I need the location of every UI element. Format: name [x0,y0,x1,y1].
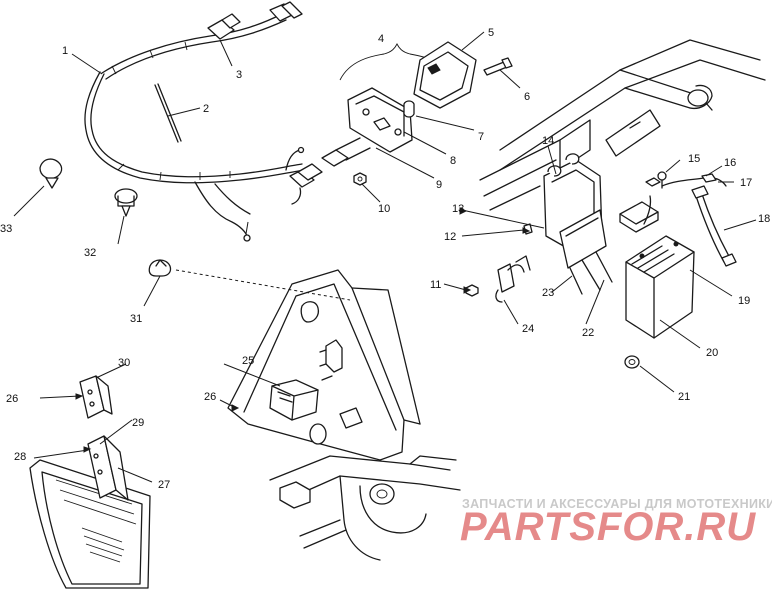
tail-light-nut [353,172,367,186]
callout-26-panel: 26 [204,391,216,403]
watermark-caption: ЗАПЧАСТИ И АКСЕССУАРЫ ДЛЯ МОТОТЕХНИКИ [462,497,772,511]
callout-15: 15 [688,153,700,165]
tail-light-screw [483,57,513,76]
center-panel [175,269,421,461]
callout-14: 14 [542,135,554,147]
callout-8: 8 [450,155,456,167]
battery-strap [691,185,737,267]
callout-30: 30 [118,357,130,369]
battery-terminal-bolt [657,171,667,189]
callout-3: 3 [236,69,242,81]
callout-16: 16 [724,157,736,169]
callout-32: 32 [84,247,96,259]
callout-17: 17 [740,177,752,189]
harness-grommet [39,158,63,189]
callout-26-bracket: 26 [6,393,18,405]
callout-21: 21 [678,391,690,403]
battery-mount-bracket [543,153,613,295]
callout-20: 20 [706,347,718,359]
wiring-harness [84,1,323,242]
callout-6: 6 [524,91,530,103]
callout-4: 4 [378,33,384,45]
small-bracket [79,375,113,419]
callout-12: 12 [444,231,456,243]
callout-2: 2 [203,103,209,115]
callout-10: 10 [378,203,390,215]
callout-31: 31 [130,313,142,325]
callout-28: 28 [14,451,26,463]
battery [619,201,695,339]
cable-tie [154,83,182,143]
callout-29: 29 [132,417,144,429]
callout-33: 33 [0,223,12,235]
callout-23: 23 [542,287,554,299]
callout-25: 25 [242,355,254,367]
callout-5: 5 [488,27,494,39]
callout-22: 22 [582,327,594,339]
callout-9: 9 [436,179,442,191]
callout-1: 1 [62,45,68,57]
harness-clip [114,188,138,217]
callout-19: 19 [738,295,750,307]
callout-labels: 1 2 3 4 5 6 7 8 9 10 11 12 13 14 15 16 1… [0,27,770,491]
callout-24: 24 [522,323,534,335]
cable-clamp [148,259,172,277]
tail-light-assembly [321,41,477,167]
callout-13: 13 [452,203,464,215]
callout-11: 11 [430,279,441,291]
battery-cable [643,173,727,225]
battery-grommet [624,355,640,369]
mount-hardware [465,223,533,303]
chassis-frame [479,39,766,211]
callout-7: 7 [478,131,484,143]
leader-lines [13,31,757,483]
flap-bracket [87,435,129,501]
watermark-logo: PARTSFOR.RU [460,505,756,549]
callout-18: 18 [758,213,770,225]
callout-27: 27 [158,479,170,491]
watermark: ЗАПЧАСТИ И АКСЕССУАРЫ ДЛЯ МОТОТЕХНИКИ PA… [460,497,772,549]
lower-frame-rail [269,455,461,561]
harness-wrap-bands [111,41,231,181]
mud-flap [29,459,151,589]
